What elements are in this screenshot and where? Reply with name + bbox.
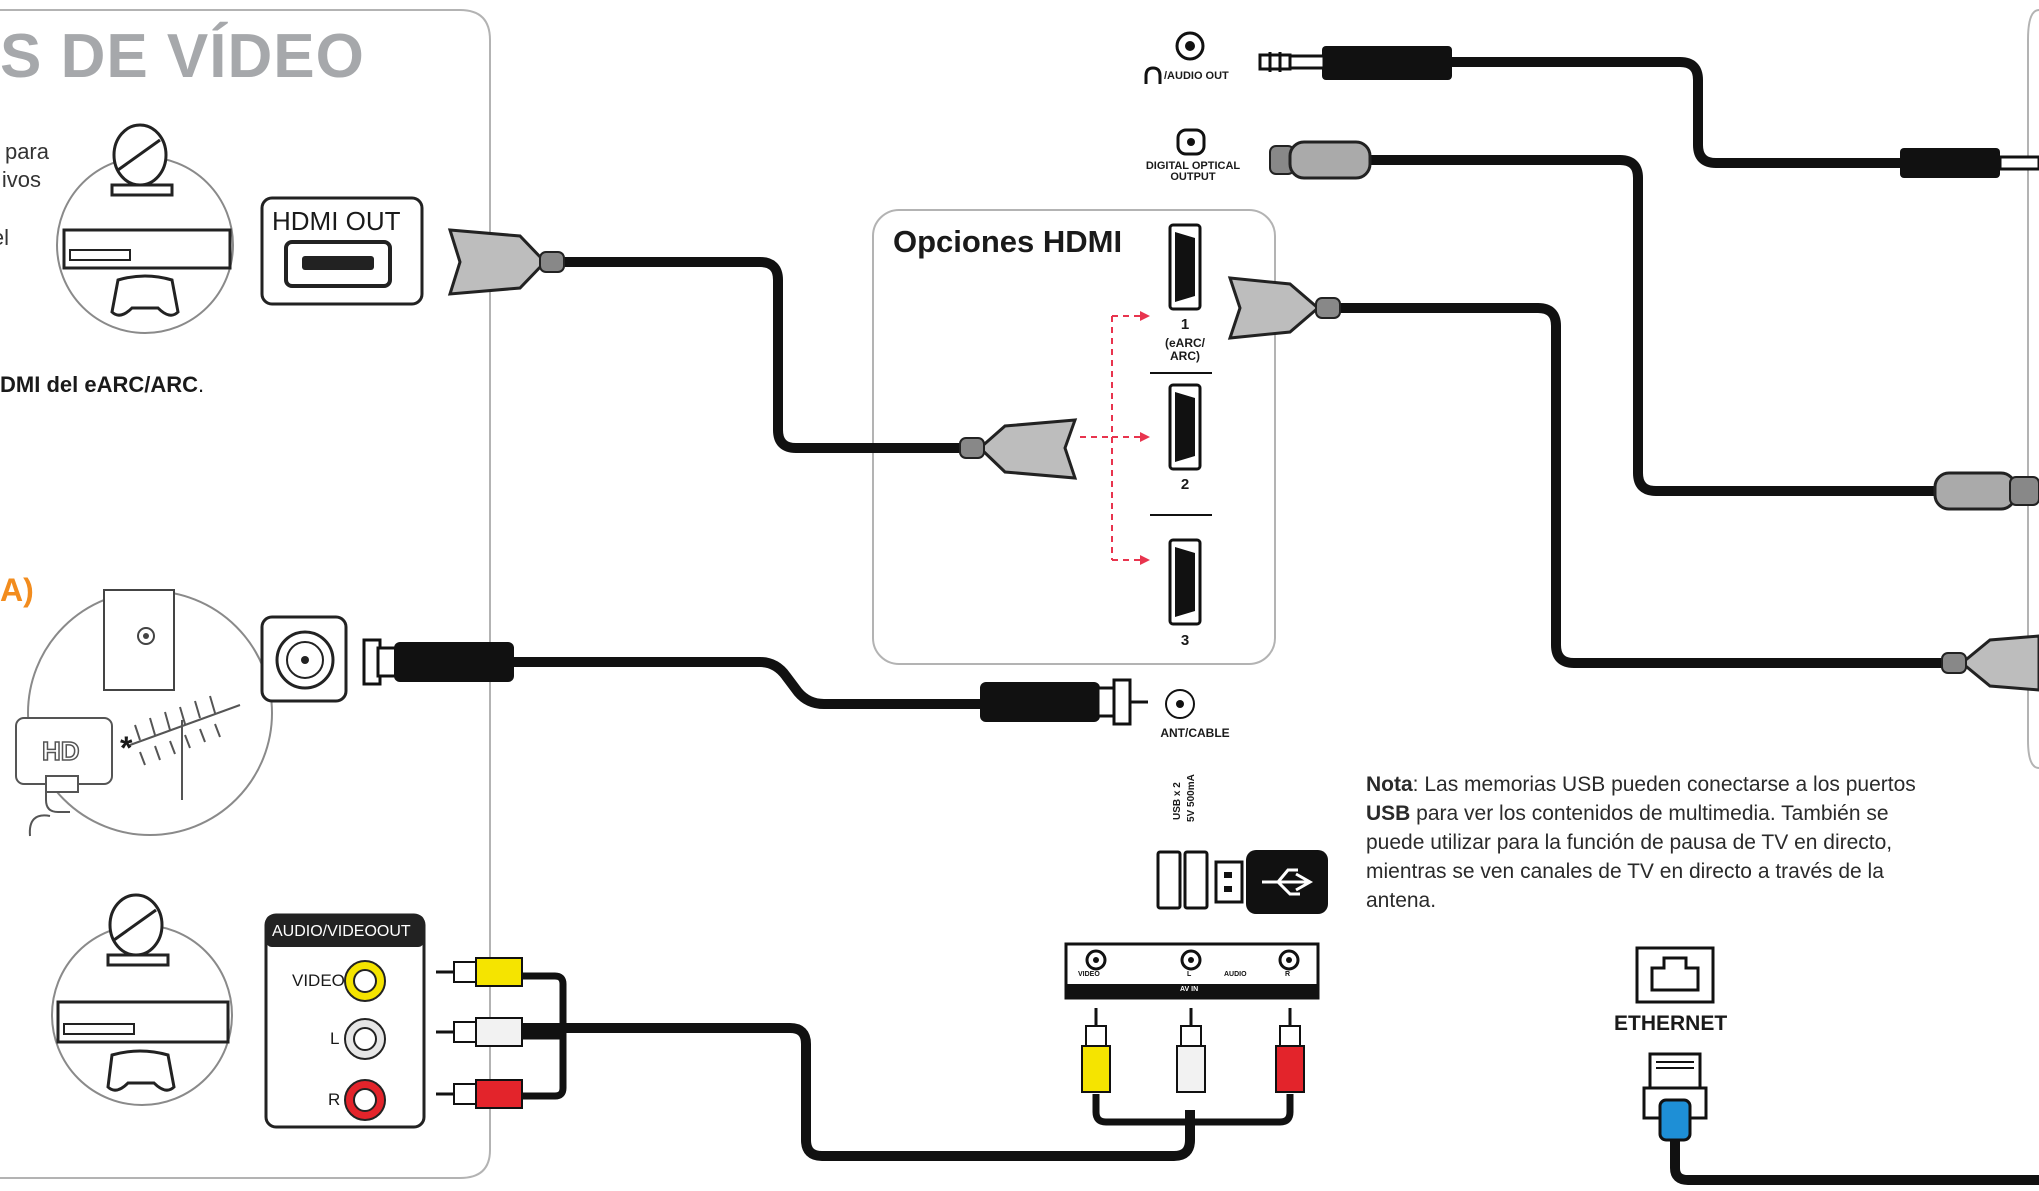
hdmi-port-1: [1168, 223, 1202, 311]
av-in-title: AV IN: [1180, 986, 1199, 993]
earc-note: DMI del eARC/ARC.: [0, 372, 204, 398]
hdmi-earc-cable: [1335, 303, 1960, 668]
note-fragment-2: ivos: [1, 167, 41, 192]
hdmi-port-1-sub-2: ARC): [1170, 349, 1200, 363]
av-in-audio-label: AUDIO: [1224, 971, 1247, 978]
r-out-label: R: [328, 1090, 341, 1109]
av-in-r-label: R: [1285, 971, 1291, 978]
hdmi-port-2-number: 2: [1180, 476, 1190, 493]
hdmi-port-2: [1168, 383, 1202, 471]
hdmi-cable-source: [560, 257, 970, 453]
hdmi-options-title: Opciones HDMI: [893, 224, 1123, 259]
rca-plug-red-right: [1275, 1008, 1305, 1093]
rca-plug-yellow-right: [1081, 1008, 1111, 1093]
antenna-heading: A): [0, 572, 34, 608]
ethernet-plug: [1642, 1052, 1708, 1142]
satellite-console-icon-top: [56, 123, 234, 334]
rca-plug-yellow-left: [436, 957, 523, 987]
hdmi-plug-left: [447, 228, 565, 296]
hdmi-choice-arrows: [1080, 315, 1142, 561]
coax-plug-right: [980, 678, 1148, 726]
headphone-plug-right: [1900, 148, 2039, 178]
usb-ports: [1156, 850, 1209, 910]
hd-antenna-label: HD: [41, 735, 80, 767]
hdmi-port-1-sub-1: (eARC/: [1164, 336, 1205, 350]
optical-cable: [1370, 155, 1940, 496]
hdmi-plug-right: [1941, 634, 2039, 692]
section-title: S DE VÍDEO: [0, 22, 365, 91]
earc-note-text: DMI del eARC/ARC: [0, 372, 199, 397]
optical-plug: [1269, 140, 1372, 180]
audio-out-cable: [1450, 57, 1900, 168]
usb-label-2: 5V 500mA: [1186, 774, 1197, 822]
headphone-icon: [1144, 66, 1162, 84]
hdmi-plug-middle: [959, 418, 1078, 480]
note-bold: Nota: [1366, 773, 1413, 796]
usb-label-1: USB x 2: [1172, 782, 1183, 820]
coax-cable: [380, 657, 1000, 709]
ethernet-port-icon: [1635, 946, 1715, 1004]
video-out-label: VIDEO: [292, 971, 345, 990]
note-fragment-1: para: [4, 139, 49, 164]
ant-cable-label: ANT/CABLE: [1160, 726, 1230, 740]
av-cable: [520, 1023, 1195, 1161]
satellite-console-icon-bottom: [51, 893, 233, 1106]
antenna-icon: [15, 589, 273, 837]
optical-port-icon: [1176, 128, 1206, 156]
optical-plug-right: [1933, 471, 2039, 511]
rca-plug-white-right: [1176, 1008, 1206, 1093]
note-usb-word: USB: [1366, 802, 1411, 825]
earc-note-period: .: [198, 372, 205, 397]
asterisk-mark: *: [120, 730, 133, 766]
headphone-plug: [1258, 46, 1452, 80]
rca-plug-red-left: [436, 1079, 523, 1109]
audio-out-port-icon: [1175, 31, 1205, 61]
hdmi-plug-earc: [1227, 276, 1341, 340]
ethernet-label: ETHERNET: [1614, 1012, 1728, 1035]
l-out-label: L: [330, 1029, 340, 1048]
optical-label-1: DIGITAL OPTICAL: [1145, 160, 1241, 172]
usb-stick: [1214, 850, 1328, 914]
note-text-1: : Las memorias USB pueden conectarse a l…: [1412, 773, 1916, 796]
hdmi-port-3: [1168, 538, 1202, 626]
note-text-2: para ver los contenidos de multimedia. T…: [1366, 802, 1893, 912]
av-in-video-label: VIDEO: [1078, 971, 1100, 978]
hdmi-port-1-number: 1: [1180, 316, 1190, 333]
right-panel-edge: [2027, 9, 2039, 769]
audio-out-label: /AUDIO OUT: [1164, 70, 1229, 82]
source-devices-panel: [0, 9, 491, 1179]
ethernet-cable: [1670, 1128, 2039, 1185]
hdmi-out-label: HDMI OUT: [272, 206, 401, 236]
note-fragment-3: el: [0, 225, 9, 250]
hdmi-options-panel: [872, 209, 1276, 665]
rca-plug-white-left: [436, 1017, 523, 1047]
av-in-l-label: L: [1187, 971, 1192, 978]
usb-note: Nota: Las memorias USB pueden conectarse…: [1366, 770, 1946, 915]
av-out-title: AUDIO/VIDEOOUT: [272, 923, 411, 940]
hdmi-port-3-number: 3: [1180, 632, 1190, 649]
coax-plug-left: [362, 638, 514, 686]
optical-label-2: OUTPUT: [1170, 171, 1216, 183]
av-in-panel: [1064, 942, 1320, 1000]
ant-cable-port: [1165, 689, 1195, 719]
